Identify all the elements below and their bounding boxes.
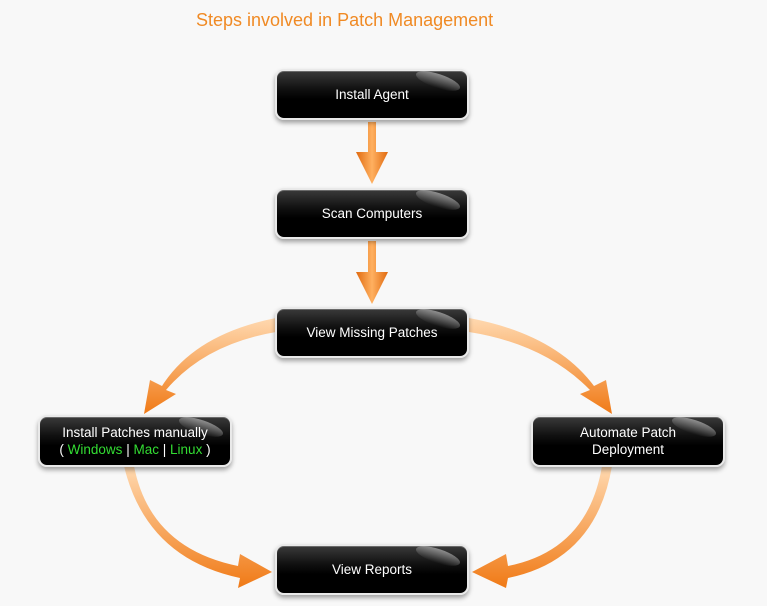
arrow-missing-to-manual: [144, 318, 276, 414]
step-automate-patch-deployment[interactable]: Automate Patch Deployment: [531, 415, 725, 467]
diagram-title: Steps involved in Patch Management: [196, 10, 494, 30]
arrow-automate-to-reports: [472, 466, 612, 588]
mac-link[interactable]: Mac: [133, 442, 159, 457]
arrow-missing-to-automate: [469, 318, 612, 414]
step-install-manually-label: Install Patches manually: [62, 425, 208, 440]
paren-close: ): [206, 442, 211, 457]
step-install-agent[interactable]: Install Agent: [275, 69, 469, 120]
os-links: ( Windows | Mac | Linux ): [59, 441, 210, 458]
separator: |: [162, 442, 167, 457]
arrow-scan-to-missing: [356, 241, 388, 304]
step-install-patches-manually[interactable]: Install Patches manually ( Windows | Mac…: [38, 415, 232, 467]
step-view-missing-patches-label: View Missing Patches: [306, 325, 438, 340]
step-view-reports-label: View Reports: [331, 562, 413, 577]
step-install-agent-label: Install Agent: [335, 87, 409, 102]
step-automate-line2: Deployment: [591, 442, 665, 457]
arrow-manual-to-reports: [124, 466, 272, 588]
separator: |: [126, 442, 130, 457]
step-scan-computers-label: Scan Computers: [321, 206, 423, 221]
step-scan-computers[interactable]: Scan Computers: [275, 188, 469, 239]
windows-link[interactable]: Windows: [67, 442, 123, 457]
step-automate-line1: Automate Patch: [579, 425, 677, 440]
step-view-missing-patches[interactable]: View Missing Patches: [275, 307, 469, 358]
paren-open: (: [59, 442, 64, 457]
step-view-reports[interactable]: View Reports: [275, 544, 469, 595]
arrow-agent-to-scan: [356, 122, 388, 184]
linux-link[interactable]: Linux: [170, 442, 203, 457]
